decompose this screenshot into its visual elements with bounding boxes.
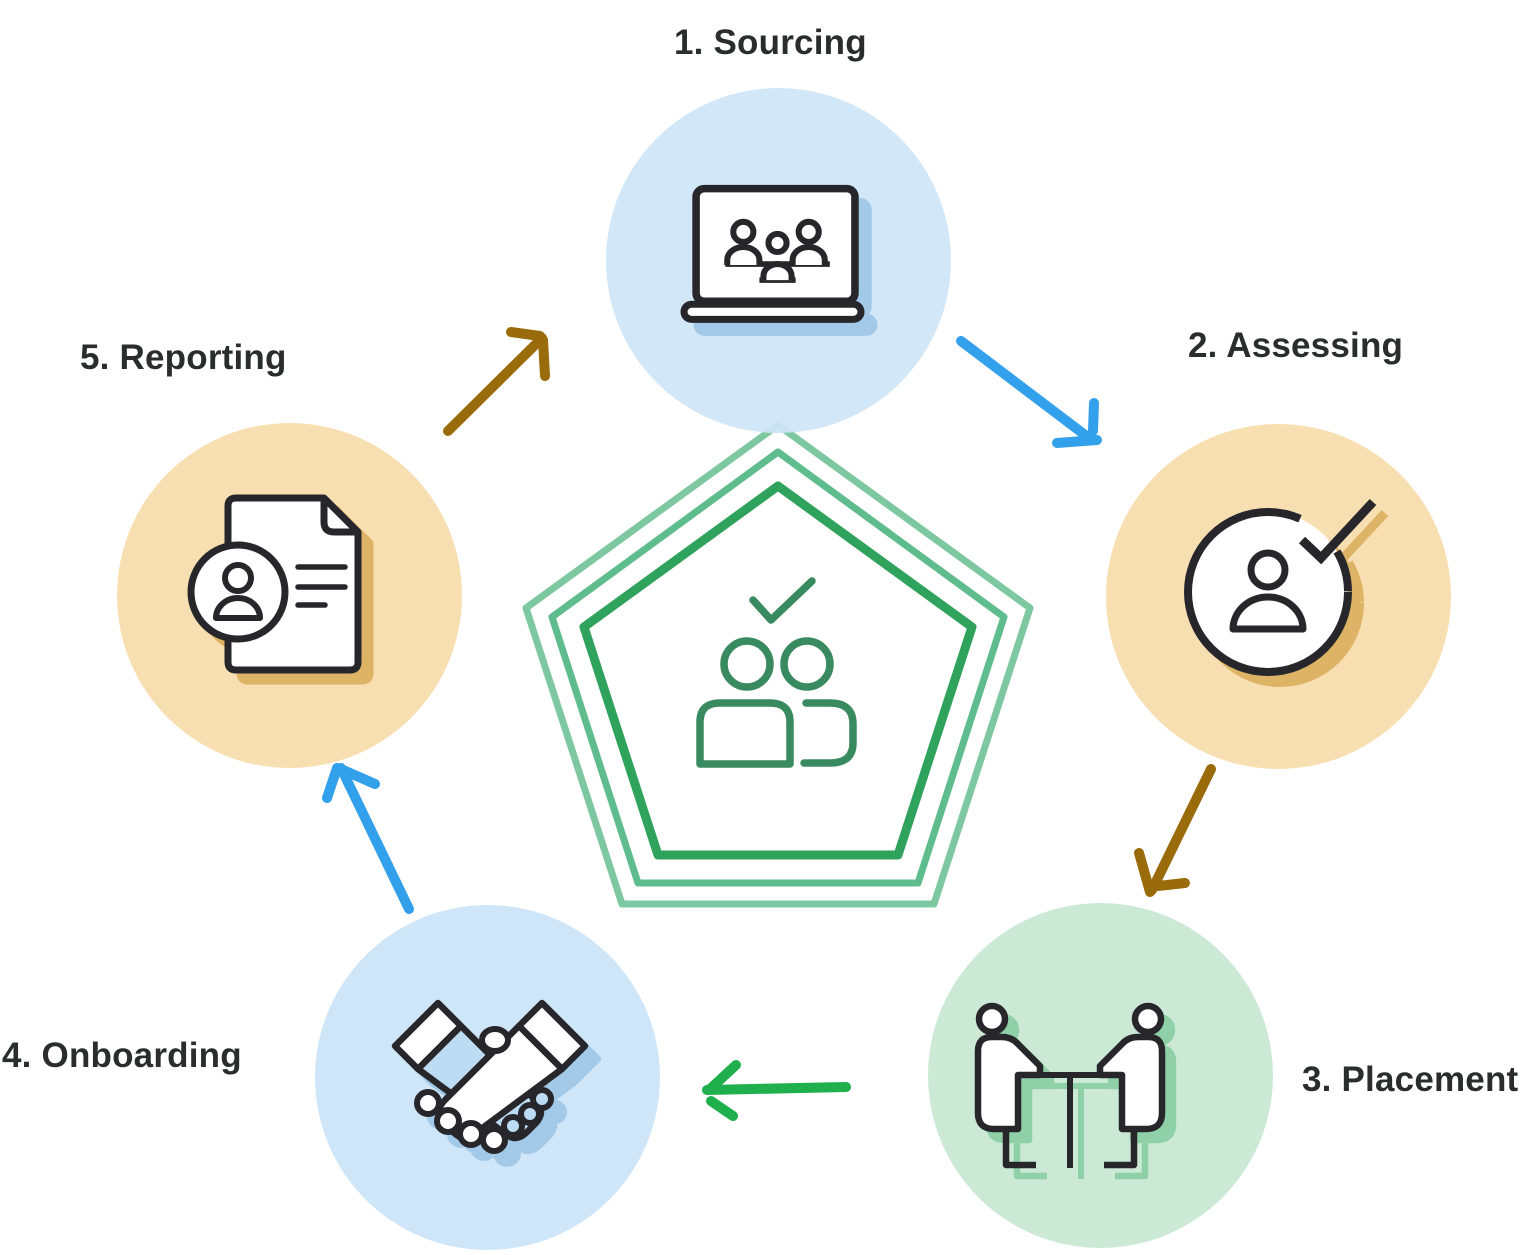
- stage-circle-placement: [928, 903, 1273, 1248]
- stage-label-placement: 3. Placement: [1302, 1060, 1519, 1099]
- stage-circle-onboarding: [315, 905, 660, 1250]
- candidate-report-icon: [187, 494, 362, 674]
- pentagon-outline-outer: [522, 421, 1034, 908]
- person-left-body: [696, 699, 794, 768]
- candidate-checkmark-icon: [1184, 498, 1377, 676]
- handshake-icon: [391, 999, 589, 1154]
- candidate-person: [1096, 1002, 1166, 1169]
- check-icon: [749, 577, 816, 624]
- cycle-arrows: [322, 327, 1216, 1121]
- interview-table-icon: [974, 1002, 1166, 1169]
- person-right-head: [780, 637, 834, 691]
- stage-label-onboarding: 4. Onboarding: [2, 1036, 242, 1075]
- arrow-sourcing-to-assessing: [956, 336, 1102, 448]
- pentagon-team-check-icon: [696, 577, 857, 768]
- arrow-reporting-to-sourcing: [443, 327, 550, 436]
- pentagon-outline-inner: [579, 481, 977, 860]
- stage-circle-assessing: [1106, 424, 1451, 769]
- stage-circle-sourcing: [606, 88, 951, 433]
- laptop-video-meeting-icon: [680, 184, 865, 323]
- stage-label-reporting: 5. Reporting: [80, 338, 287, 377]
- pentagon-outline-middle: [548, 448, 1008, 887]
- arrow-placement-to-onboarding: [702, 1060, 851, 1121]
- stage-circle-reporting: [117, 423, 462, 768]
- arrow-assessing-to-placement: [1134, 764, 1216, 897]
- pentagon-badge: [522, 421, 1034, 908]
- arrow-onboarding-to-reporting: [322, 763, 414, 914]
- person-left-head: [720, 637, 774, 691]
- stage-label-sourcing: 1. Sourcing: [674, 23, 867, 62]
- stage-label-assessing: 2. Assessing: [1188, 326, 1404, 365]
- interviewer-person: [974, 1002, 1044, 1169]
- person-right-body: [800, 699, 857, 767]
